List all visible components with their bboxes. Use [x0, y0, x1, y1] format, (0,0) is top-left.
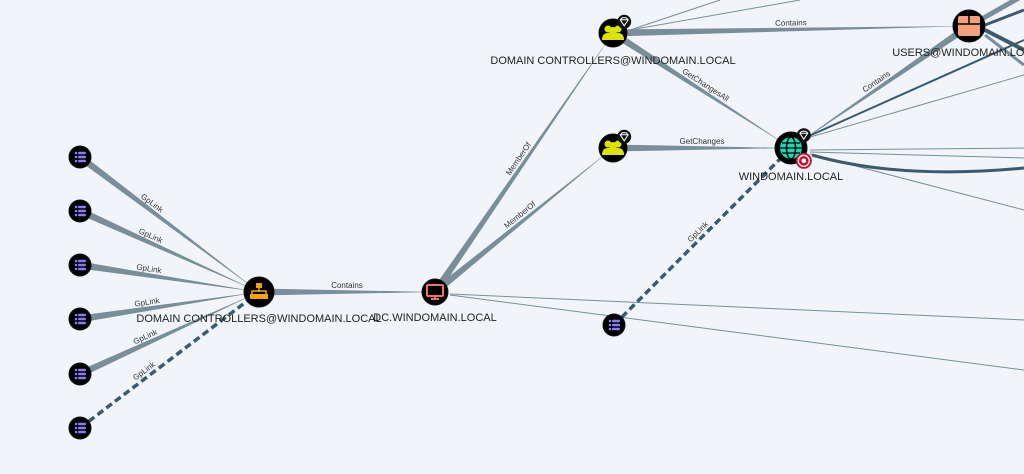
edge-getchangesall[interactable]: GetChangesAll	[611, 30, 791, 149]
high-value-icon	[796, 128, 811, 143]
ou-icon	[250, 283, 268, 299]
edge-memberof[interactable]: MemberOf	[432, 148, 613, 295]
edge-label: Contains	[775, 18, 807, 28]
node-group[interactable]	[598, 129, 632, 163]
node-gpo[interactable]	[68, 253, 92, 277]
gpo-icon	[608, 319, 620, 331]
node-label: DOMAIN CONTROLLERS@WINDOMAIN.LOCAL	[490, 55, 735, 67]
computer-icon	[426, 284, 444, 300]
edges-layer: GpLinkGpLinkGpLinkGpLinkGpLinkGpLinkCont…	[77, 18, 971, 430]
edge-memberof[interactable]: MemberOf	[432, 33, 613, 294]
domain-icon	[780, 136, 802, 160]
edge-label: GetChangesAll	[680, 67, 730, 104]
node-gpo[interactable]	[68, 416, 92, 440]
gpo-icon	[74, 422, 86, 434]
node-label: DOMAIN CONTROLLERS@WINDOMAIN.LOCAL	[136, 313, 381, 325]
edge-contains[interactable]: Contains	[791, 23, 971, 149]
node-label: USERS@WINDOMAIN.LOCAL	[892, 47, 1024, 59]
edge-label: Contains	[331, 281, 363, 290]
node-gpo[interactable]	[68, 307, 92, 331]
nodes-layer: DOMAIN CONTROLLERS@WINDOMAIN.LOCALDC.WIN…	[68, 9, 1024, 440]
node-domain[interactable]: WINDOMAIN.LOCAL	[739, 128, 844, 183]
node-gpo[interactable]	[602, 313, 626, 337]
edge-label: GetChanges	[680, 137, 725, 146]
background-edges	[449, 0, 1024, 371]
gpo-icon	[74, 313, 86, 325]
node-computer[interactable]: DC.WINDOMAIN.LOCAL	[373, 278, 497, 324]
target-icon	[795, 152, 812, 169]
node-container[interactable]: USERS@WINDOMAIN.LOCAL	[892, 9, 1024, 59]
gpo-icon	[74, 259, 86, 271]
edge-getchanges[interactable]: GetChanges	[613, 137, 791, 152]
group-icon	[602, 25, 624, 40]
node-label: DC.WINDOMAIN.LOCAL	[373, 312, 496, 324]
container-icon	[958, 16, 980, 36]
high-value-icon	[617, 129, 632, 144]
node-label: WINDOMAIN.LOCAL	[739, 171, 844, 183]
group-icon	[602, 140, 624, 155]
gpo-icon	[74, 151, 86, 163]
high-value-icon	[617, 14, 632, 29]
edge-label: GpLink	[134, 296, 161, 309]
node-gpo[interactable]	[68, 145, 92, 169]
edge-contains[interactable]: Contains	[612, 18, 969, 37]
gpo-icon	[74, 368, 86, 380]
edge-contains[interactable]: Contains	[259, 281, 435, 296]
edge-gplink[interactable]: GpLink	[79, 261, 260, 292]
gpo-icon	[74, 205, 86, 217]
node-ou[interactable]: DOMAIN CONTROLLERS@WINDOMAIN.LOCAL	[136, 276, 382, 325]
node-gpo[interactable]	[68, 199, 92, 223]
edge-label: GpLink	[136, 262, 163, 275]
edge-label: GpLink	[686, 219, 711, 244]
node-gpo[interactable]	[68, 362, 92, 386]
node-group[interactable]: DOMAIN CONTROLLERS@WINDOMAIN.LOCAL	[490, 14, 736, 67]
edge-gplink[interactable]: GpLink	[79, 292, 260, 323]
